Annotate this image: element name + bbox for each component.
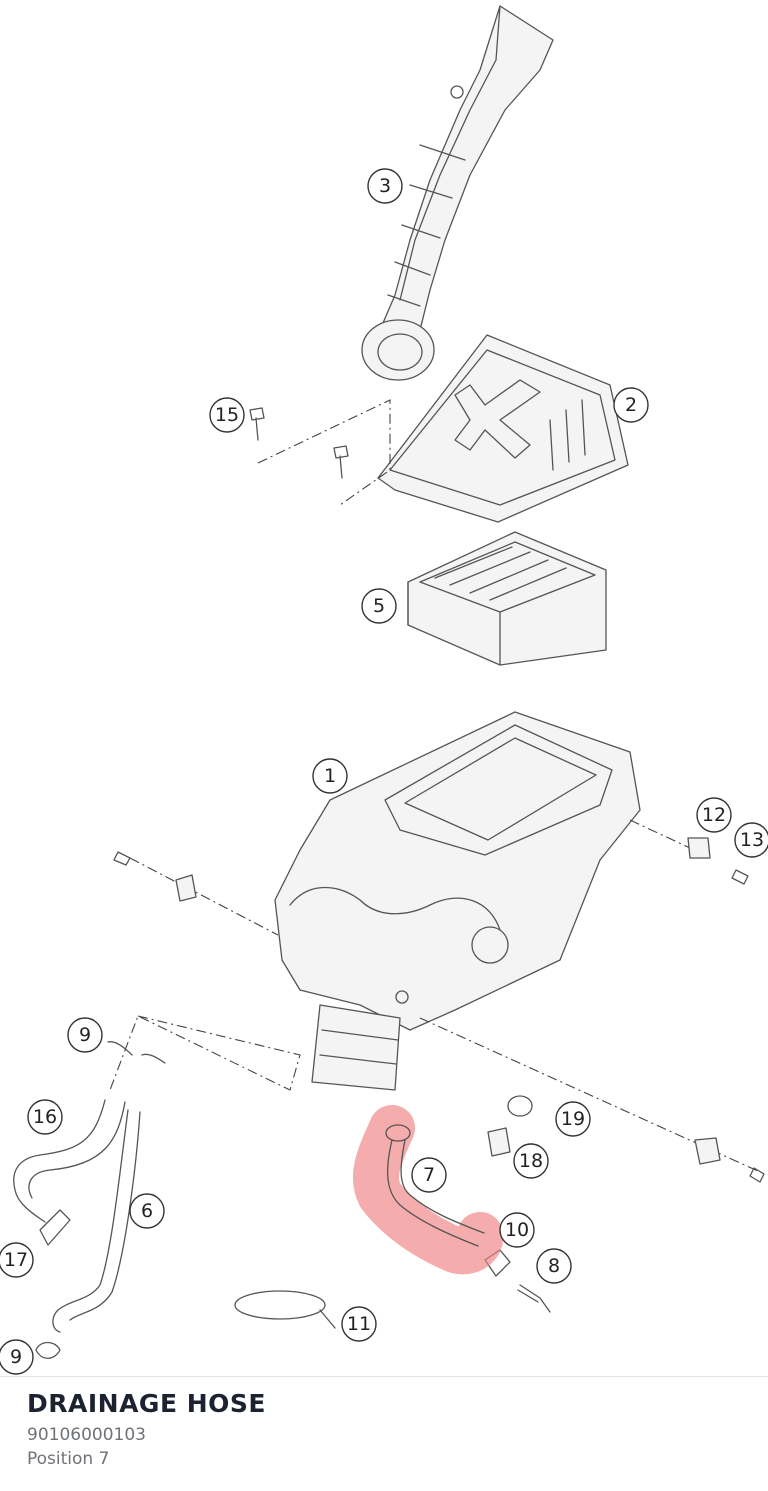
leader-lines [109,399,761,1173]
part-title: DRAINAGE HOSE [27,1389,266,1418]
part-number: 90106000103 [27,1425,146,1445]
callout-13[interactable]: 13 [734,822,768,858]
svg-text:3: 3 [379,175,391,197]
callout-18[interactable]: 18 [513,1143,549,1179]
svg-text:7: 7 [423,1164,435,1186]
svg-text:9: 9 [10,1346,22,1368]
svg-text:9: 9 [79,1024,91,1046]
svg-text:12: 12 [702,804,726,826]
callout-11[interactable]: 11 [341,1306,377,1342]
callout-12[interactable]: 12 [696,797,732,833]
svg-text:8: 8 [548,1255,560,1277]
drainage-hose-highlight[interactable] [353,1105,504,1275]
callout-8[interactable]: 8 [536,1248,572,1284]
svg-text:10: 10 [505,1219,529,1241]
svg-text:11: 11 [347,1313,371,1335]
callout-16[interactable]: 16 [27,1099,63,1135]
svg-text:2: 2 [625,394,637,416]
exploded-parts-diagram: 1 2 3 5 6 7 8 9 9 10 11 12 13 15 16 17 1… [0,5,768,1375]
callout-3[interactable]: 3 [367,168,403,204]
callout-5[interactable]: 5 [361,588,397,624]
hoses-part[interactable] [13,1099,141,1333]
callout-2[interactable]: 2 [613,387,649,423]
callout-9-top[interactable]: 9 [67,1017,103,1053]
callout-15[interactable]: 15 [209,397,245,433]
svg-text:16: 16 [33,1106,57,1128]
intake-snorkel-part[interactable] [361,5,554,381]
airbox-lid-part[interactable] [377,334,629,523]
svg-text:5: 5 [373,595,385,617]
part-position: Position 7 [27,1449,110,1469]
callout-19[interactable]: 19 [555,1101,591,1137]
svg-text:19: 19 [561,1108,585,1130]
callout-9-bottom[interactable]: 9 [0,1339,34,1375]
svg-text:13: 13 [740,829,764,851]
hardware-parts[interactable] [35,407,765,1359]
section-divider [0,1376,768,1377]
air-filter-part[interactable] [407,531,607,666]
callout-6[interactable]: 6 [129,1193,165,1229]
svg-text:15: 15 [215,404,239,426]
svg-text:6: 6 [141,1200,153,1222]
callout-7[interactable]: 7 [411,1157,447,1193]
callout-17[interactable]: 17 [0,1242,34,1278]
svg-text:17: 17 [4,1249,28,1271]
callout-10[interactable]: 10 [499,1212,535,1248]
svg-text:18: 18 [519,1150,543,1172]
svg-text:1: 1 [324,765,336,787]
callout-1[interactable]: 1 [312,758,348,794]
airbox-housing-part[interactable] [274,711,641,1091]
